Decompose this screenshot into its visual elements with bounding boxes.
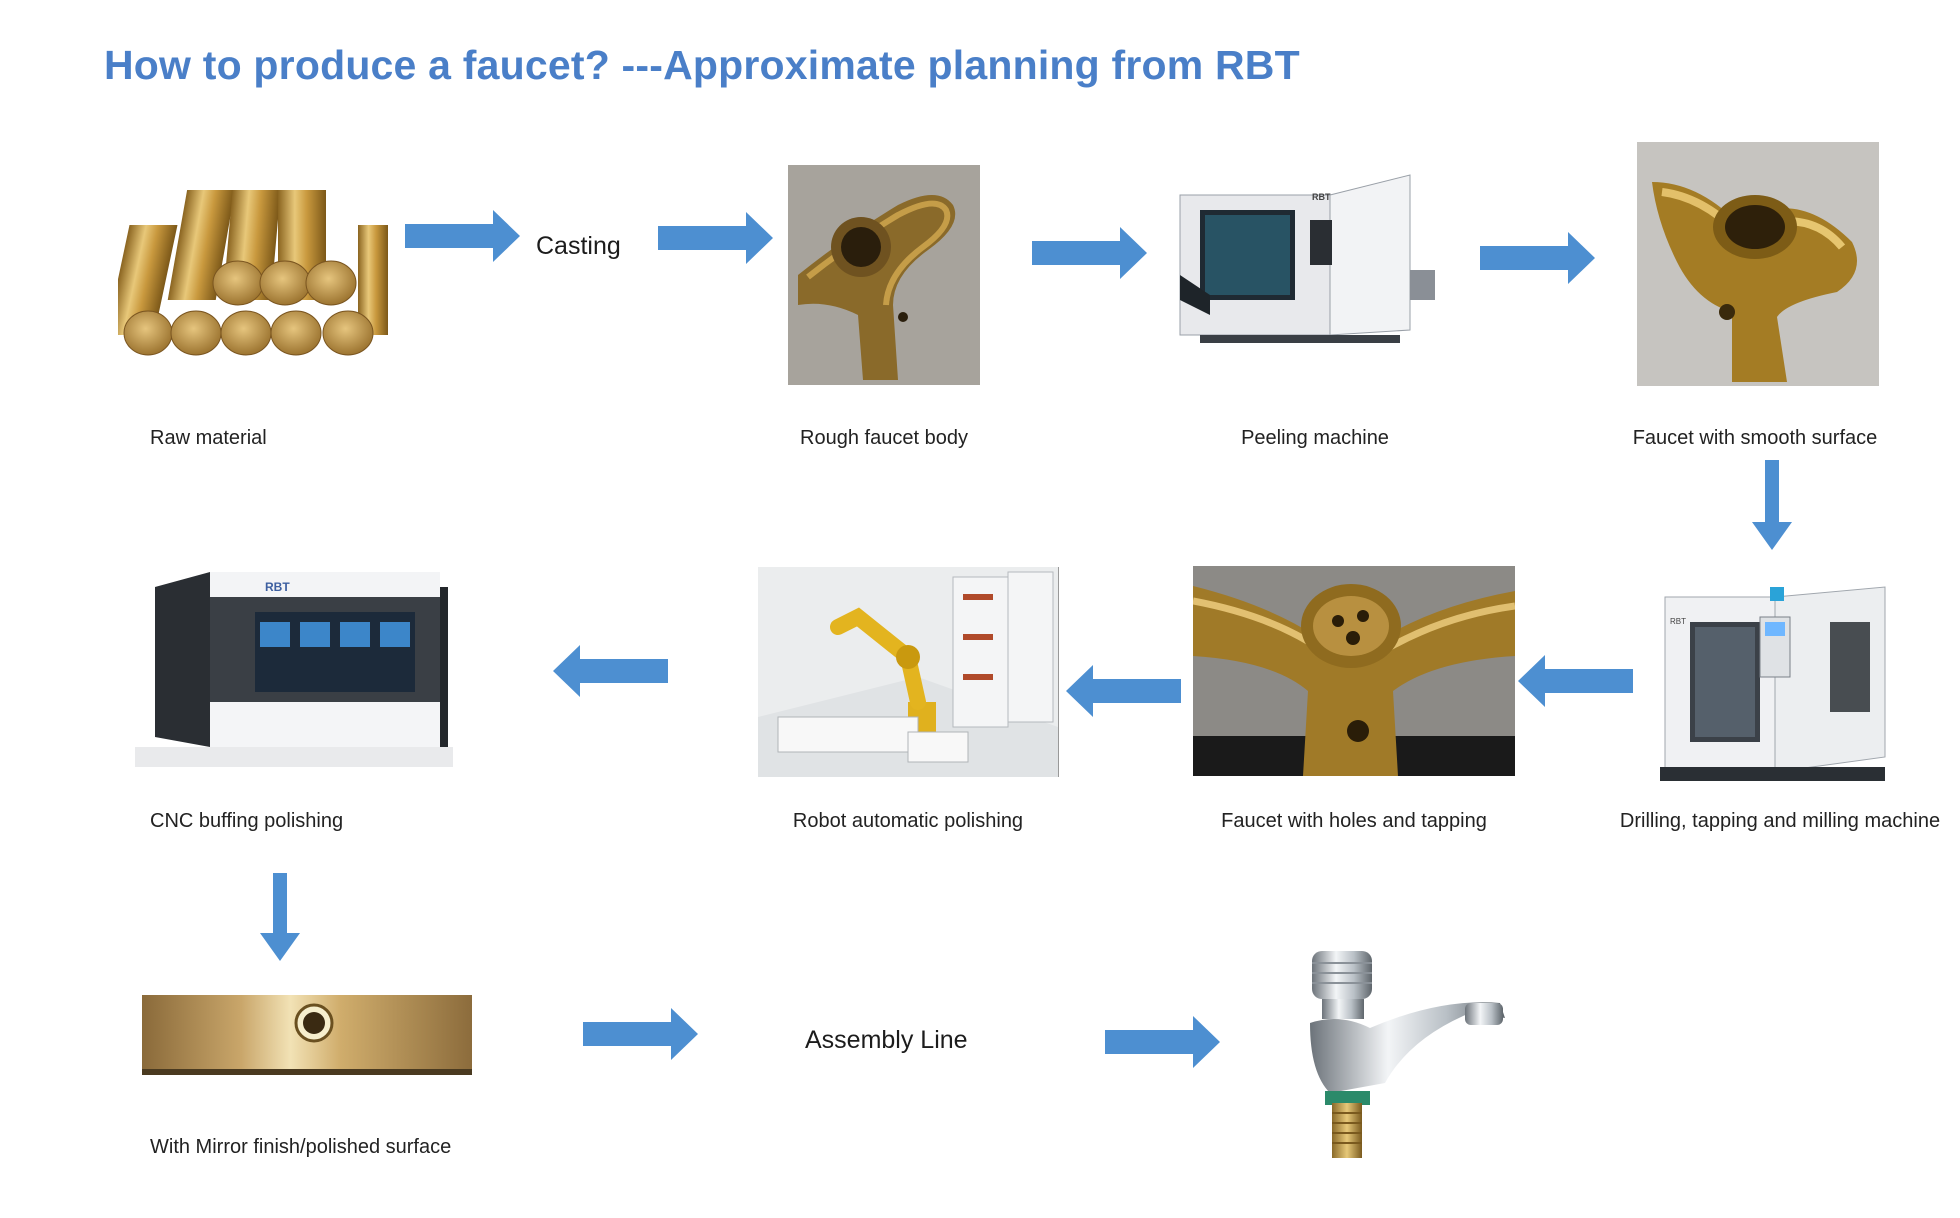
arrow-right-icon bbox=[1032, 227, 1147, 279]
label-casting: Casting bbox=[536, 232, 621, 260]
label-assembly-line: Assembly Line bbox=[805, 1026, 968, 1054]
label-peeling-machine: Peeling machine bbox=[1241, 427, 1389, 449]
label-smooth-surface: Faucet with smooth surface bbox=[1632, 427, 1878, 449]
peeling-machine-image: RBT bbox=[1170, 160, 1438, 358]
label-robot-polishing: Robot automatic polishing bbox=[792, 810, 1024, 832]
label-holes-tapping: Faucet with holes and tapping bbox=[1221, 810, 1487, 832]
mirror-finish-image bbox=[142, 995, 472, 1075]
machine-brand-text: RBT bbox=[1312, 192, 1331, 202]
cnc-buffing-image: RBT bbox=[135, 567, 453, 767]
finished-faucet-image bbox=[1290, 943, 1515, 1163]
arrow-right-icon bbox=[405, 210, 520, 262]
machine-brand-text: RBT bbox=[1670, 617, 1686, 626]
drilling-machine-image: RBT bbox=[1645, 562, 1913, 788]
label-raw-material: Raw material bbox=[150, 427, 267, 449]
label-drilling-machine: Drilling, tapping and milling machine bbox=[1619, 810, 1941, 832]
label-rough-faucet-body: Rough faucet body bbox=[800, 427, 968, 449]
smooth-faucet-image bbox=[1637, 142, 1879, 386]
robot-polishing-image bbox=[758, 567, 1059, 777]
rough-faucet-body-image bbox=[788, 165, 980, 385]
label-mirror-finish: With Mirror finish/polished surface bbox=[150, 1136, 452, 1158]
machine-brand-text: RBT bbox=[265, 580, 290, 594]
arrow-left-icon bbox=[1518, 655, 1633, 707]
arrow-left-icon bbox=[553, 645, 668, 697]
arrow-down-icon bbox=[1752, 460, 1792, 550]
arrow-right-icon bbox=[658, 212, 773, 264]
raw-material-image bbox=[118, 185, 388, 360]
arrow-right-icon bbox=[583, 1008, 698, 1060]
arrow-right-icon bbox=[1105, 1016, 1220, 1068]
holes-faucet-image bbox=[1193, 566, 1515, 776]
arrow-right-icon bbox=[1480, 232, 1595, 284]
page-title: How to produce a faucet? ---Approximate … bbox=[104, 42, 1300, 88]
arrow-down-icon bbox=[260, 873, 300, 961]
label-cnc-buffing: CNC buffing polishing bbox=[150, 810, 344, 832]
arrow-left-icon bbox=[1066, 665, 1181, 717]
